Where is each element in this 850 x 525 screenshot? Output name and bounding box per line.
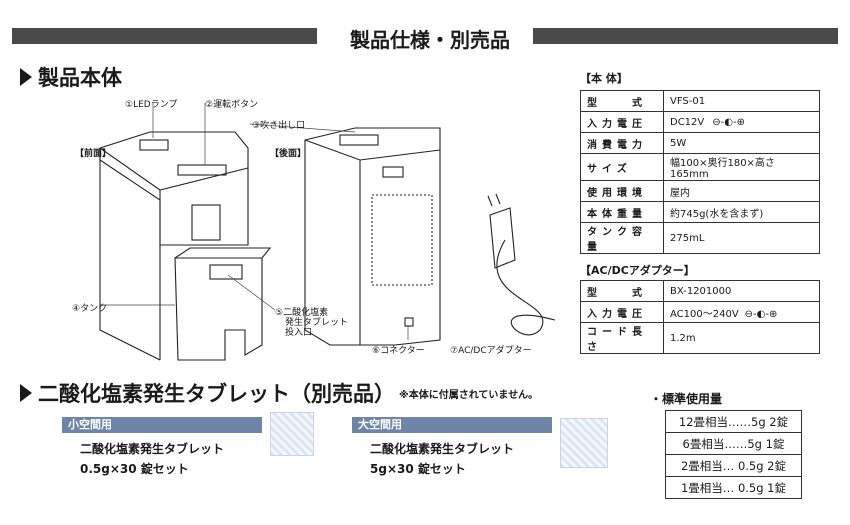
callout-led-lamp: ①LEDランプ: [125, 100, 178, 110]
table-row: 使用環境屋内: [580, 180, 820, 202]
header-bar-right: [533, 28, 838, 44]
triangle-bullet-icon: [20, 68, 32, 86]
usage-table: 12畳相当……5g 2錠 6畳相当……5g 1錠 2畳相当… 0.5g 2錠 1…: [665, 410, 802, 499]
triangle-bullet-icon: [20, 384, 32, 402]
callout-tablet-inlet: ⑤二酸化塩素: [275, 308, 329, 318]
polarity-symbol-icon: ⊖-◐-⊕: [744, 308, 778, 320]
small-tablet-package-image: [270, 412, 314, 456]
small-space-band: 小空間用: [62, 417, 262, 433]
table-row: 6畳相当……5g 1錠: [665, 432, 802, 455]
header-bar-left: [12, 28, 317, 44]
front-view-label: 【前面】: [75, 149, 112, 159]
small-product-name: 二酸化塩素発生タブレット: [80, 442, 225, 456]
spec-main-title: 【本 体】: [580, 72, 628, 85]
large-product-name: 二酸化塩素発生タブレット: [370, 442, 515, 456]
small-product-set: 0.5g×30 錠セット: [80, 462, 189, 476]
product-heading-text: 製品本体: [38, 66, 122, 90]
table-row: 12畳相当……5g 2錠: [665, 410, 802, 433]
callout-tablet-inlet-3: 投入口: [285, 328, 313, 338]
page-title: 製品仕様・別売品: [350, 28, 510, 52]
table-row: 2畳相当… 0.5g 2錠: [665, 454, 802, 477]
table-row: 1畳相当… 0.5g 1錠: [665, 476, 802, 499]
callout-connector: ⑥コネクター: [372, 346, 425, 356]
callout-tablet-inlet-2: 発生タブレット: [285, 318, 349, 328]
tablet-heading-text: 二酸化塩素発生タブレット（別売品）: [38, 382, 395, 406]
large-tablet-package-image: [560, 418, 608, 468]
back-view-label: 【後面】: [270, 149, 307, 159]
callout-tank: ④タンク: [72, 304, 108, 314]
product-section-heading: 製品本体: [20, 62, 122, 92]
large-product-set: 5g×30 錠セット: [370, 462, 466, 476]
usage-title: ・標準使用量: [650, 392, 723, 406]
spec-adapter-title: 【AC/DCアダプター】: [580, 264, 695, 277]
table-row: 本体重量約745g(水を含まず): [580, 201, 820, 223]
callout-operation-button: ②運転ボタン: [205, 100, 259, 110]
polarity-symbol-icon: ⊖-◐-⊕: [712, 116, 745, 128]
tablet-section-heading: 二酸化塩素発生タブレット（別売品） ※本体に付属されていません。: [20, 378, 538, 408]
tablet-note: ※本体に付属されていません。: [399, 389, 539, 401]
callout-adapter: ⑦AC/DCアダプター: [450, 346, 532, 356]
table-row: サイズ幅100×奥行180×高さ165mm: [580, 153, 820, 181]
callout-air-outlet: ③吹き出し口: [252, 121, 306, 131]
large-space-band: 大空間用: [352, 417, 552, 433]
